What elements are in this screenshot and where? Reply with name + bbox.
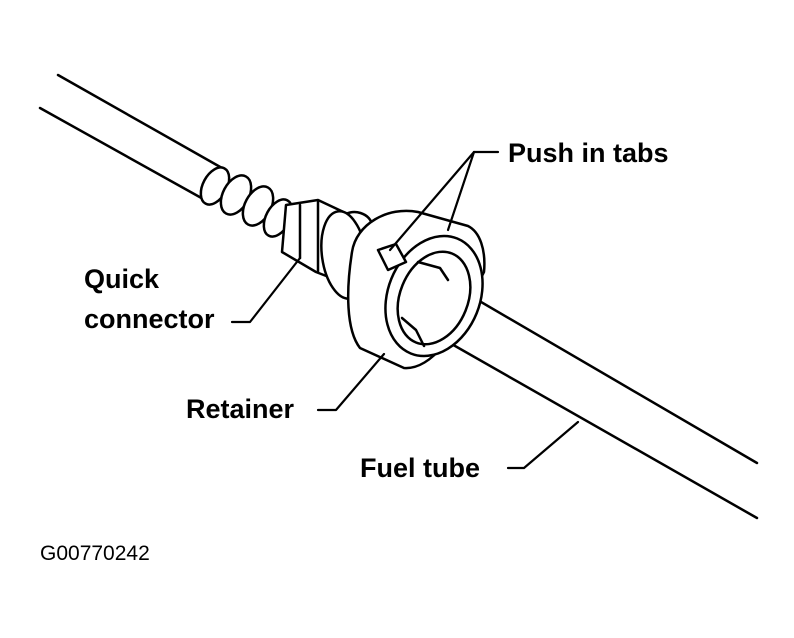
leader-lines bbox=[230, 150, 580, 470]
retainer-ring bbox=[346, 209, 486, 370]
quick-connector-label-line1: Quick bbox=[84, 264, 160, 294]
push-in-tabs-label: Push in tabs bbox=[508, 138, 669, 168]
push-in-tab bbox=[376, 242, 408, 272]
quick-connector-label-line2: connector bbox=[84, 304, 215, 334]
figure-code: G00770242 bbox=[40, 542, 150, 565]
hose-bellows bbox=[199, 166, 294, 238]
hose bbox=[38, 73, 224, 202]
retainer-label: Retainer bbox=[186, 394, 295, 424]
fuel-tube-label: Fuel tube bbox=[360, 453, 480, 483]
